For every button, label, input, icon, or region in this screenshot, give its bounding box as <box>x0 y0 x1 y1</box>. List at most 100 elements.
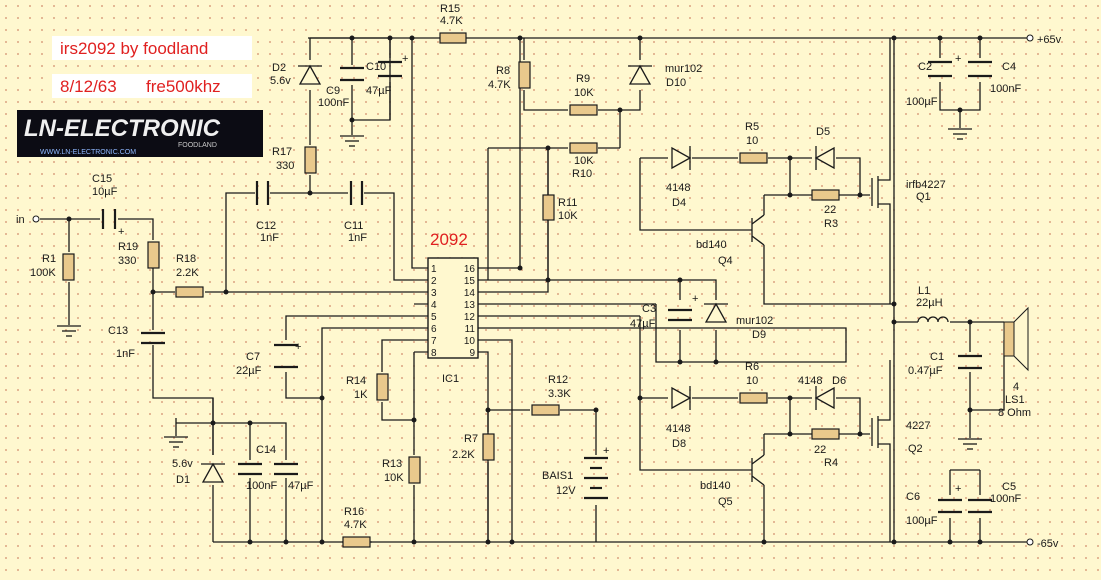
c2-ref: C2 <box>918 61 932 73</box>
r18-body <box>175 286 204 298</box>
r14-value: 1K <box>354 389 368 401</box>
d1-ref: D1 <box>176 474 190 486</box>
r11-value: 10K <box>558 210 578 222</box>
r12-ref: R12 <box>548 374 568 386</box>
r17-ref: R17 <box>272 146 292 158</box>
q4-part: bd140 <box>696 239 727 251</box>
r10-value: 10K <box>574 155 594 167</box>
r17-body <box>304 146 317 174</box>
c14-ref: C14 <box>256 444 276 456</box>
ic-left-pin-label: 8 <box>431 348 437 359</box>
r4-value: 22 <box>814 444 826 456</box>
ic-left-pin-label: 6 <box>431 324 437 335</box>
c15-value: 10µF <box>92 186 118 198</box>
r19-ref: R19 <box>118 241 138 253</box>
svg-text:+: + <box>118 226 124 238</box>
r15-value: 4.7K <box>440 15 463 27</box>
r15-body <box>439 32 467 44</box>
d6-part: 4148 <box>798 375 822 387</box>
c7-ref: C7 <box>246 351 260 363</box>
r1-body <box>62 253 75 281</box>
pos-rail-label: +65v <box>1037 34 1062 46</box>
transistors <box>751 165 891 486</box>
r3-value: 22 <box>824 204 836 216</box>
c1-value: 0.47µF <box>908 365 943 377</box>
c12-value: 1nF <box>260 232 279 244</box>
d6-ref: D6 <box>832 375 846 387</box>
q5-ref: Q5 <box>718 496 733 508</box>
c13-value: 1nF <box>116 348 135 360</box>
r13-ref: R13 <box>382 458 402 470</box>
r8-body <box>518 61 531 89</box>
r3-body <box>811 189 840 201</box>
c6-ref: C6 <box>906 491 920 503</box>
c6-value: 100µF <box>906 515 938 527</box>
r9-body <box>569 104 598 116</box>
bais-value: 12V <box>556 485 576 497</box>
l1-value: 22µH <box>916 297 943 309</box>
r18-value: 2.2K <box>176 267 199 279</box>
r1-ref: R1 <box>42 253 56 265</box>
junctions <box>66 35 983 545</box>
d8-part: 4148 <box>666 423 690 435</box>
q1-ref: Q1 <box>916 191 931 203</box>
r5-ref: R5 <box>745 121 759 133</box>
labels: R15 4.7K R1 100K R19 330 R18 2.2K C15 10… <box>30 3 1031 531</box>
c2-value: 100µF <box>906 96 938 108</box>
date-text: 8/12/63 <box>60 77 117 96</box>
r8-value: 4.7K <box>488 79 511 91</box>
ic-right-pin-label: 16 <box>464 264 476 275</box>
c14b-value: 47µF <box>288 480 314 492</box>
ls1-value: 8 Ohm <box>998 407 1031 419</box>
d4-part: 4148 <box>666 182 690 194</box>
d8-ref: D8 <box>672 438 686 450</box>
q2-ref: Q2 <box>908 443 923 455</box>
q2-part: 4227 <box>906 420 930 432</box>
r9-value: 10K <box>574 87 594 99</box>
c10-value: 47µF <box>366 85 392 97</box>
title-box <box>52 36 252 60</box>
r6-value: 10 <box>746 375 758 387</box>
ic-left-pin-label: 2 <box>431 276 437 287</box>
d1-value: 5.6v <box>172 458 193 470</box>
input-label: in <box>16 214 25 226</box>
d2-ref: D2 <box>272 62 286 74</box>
c9-ref: C9 <box>326 85 340 97</box>
ln-electronic-logo: LN-ELECTRONIC FOODLAND WWW.LN-ELECTRONIC… <box>17 110 263 157</box>
r12-value: 3.3K <box>548 388 571 400</box>
c5-value: 100nF <box>990 493 1021 505</box>
r12-body <box>531 404 560 416</box>
ls1-pins: 4 <box>1013 381 1019 393</box>
r16-ref: R16 <box>344 506 364 518</box>
ic-ref: IC1 <box>442 373 459 385</box>
date-box <box>52 74 252 98</box>
svg-text:+: + <box>603 445 609 457</box>
r19-value: 330 <box>118 255 136 267</box>
c9-value: 100nF <box>318 97 349 109</box>
svg-text:+: + <box>402 53 408 65</box>
wire-c15-r19 <box>118 218 154 240</box>
pos-rail-terminal <box>1026 34 1034 42</box>
c1-ref: C1 <box>930 351 944 363</box>
ic-left-pin-label: 4 <box>431 300 437 311</box>
r7-body <box>482 433 495 461</box>
ic-right-pin-label: 10 <box>464 336 476 347</box>
r6-body <box>739 392 768 404</box>
r14-ref: R14 <box>346 375 366 387</box>
svg-text:+: + <box>692 293 698 305</box>
r18-ref: R18 <box>176 253 196 265</box>
r13-body <box>408 456 421 484</box>
q5-part: bd140 <box>700 480 731 492</box>
l1-ref: L1 <box>918 285 930 297</box>
freq-text: fre500khz <box>146 77 221 96</box>
r11-body <box>542 194 555 221</box>
c5-ref: C5 <box>1002 481 1016 493</box>
title-text: irs2092 by foodland <box>60 39 208 58</box>
r13-value: 10K <box>384 472 404 484</box>
d4-ref: D4 <box>672 197 686 209</box>
ic-right-pin-label: 14 <box>464 288 476 299</box>
ic-right-pin-label: 11 <box>465 324 476 335</box>
r1-value: 100K <box>30 267 56 279</box>
